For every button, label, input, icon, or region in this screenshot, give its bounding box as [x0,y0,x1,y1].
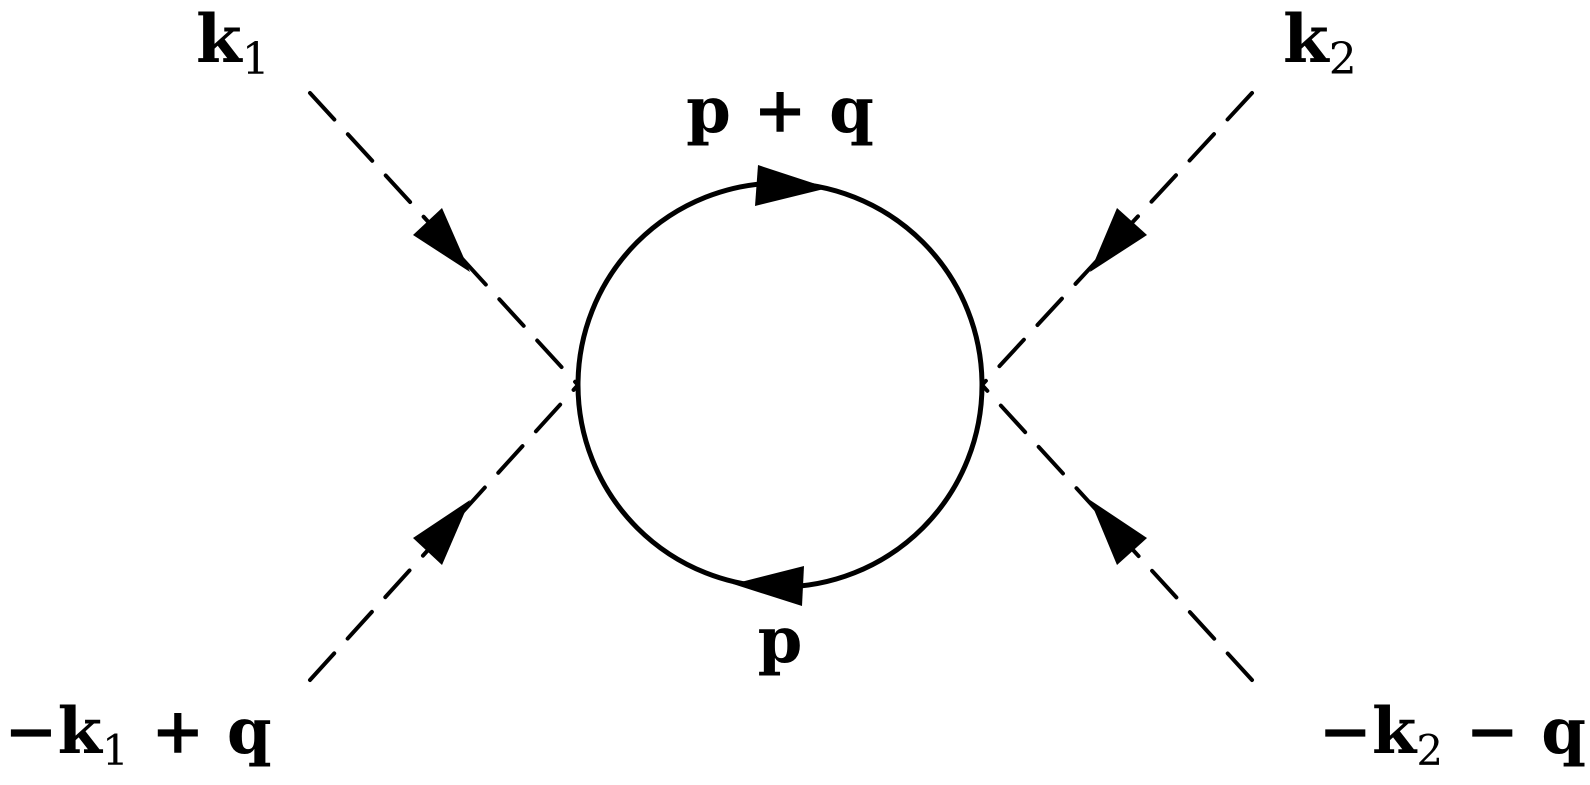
arrow-k2-icon [1090,208,1147,272]
arrow-k1-icon [413,208,470,272]
loop-arrow-bottom-icon [733,566,804,606]
label-p: p [758,603,803,678]
label-k2: k2 [1283,0,1357,85]
label-minus-k1-plus-q: −k1 + q [4,694,272,775]
arrow-minus-k2-minus-q-icon [1090,500,1147,565]
fermion-loop [575,180,985,590]
label-minus-k2-minus-q: −k2 − q [1318,694,1586,775]
label-k1: k1 [196,0,270,85]
label-p-plus-q: p + q [686,73,874,148]
loop-arrow-top-icon [755,165,828,206]
arrow-minus-k1-plus-q-icon [413,500,470,565]
